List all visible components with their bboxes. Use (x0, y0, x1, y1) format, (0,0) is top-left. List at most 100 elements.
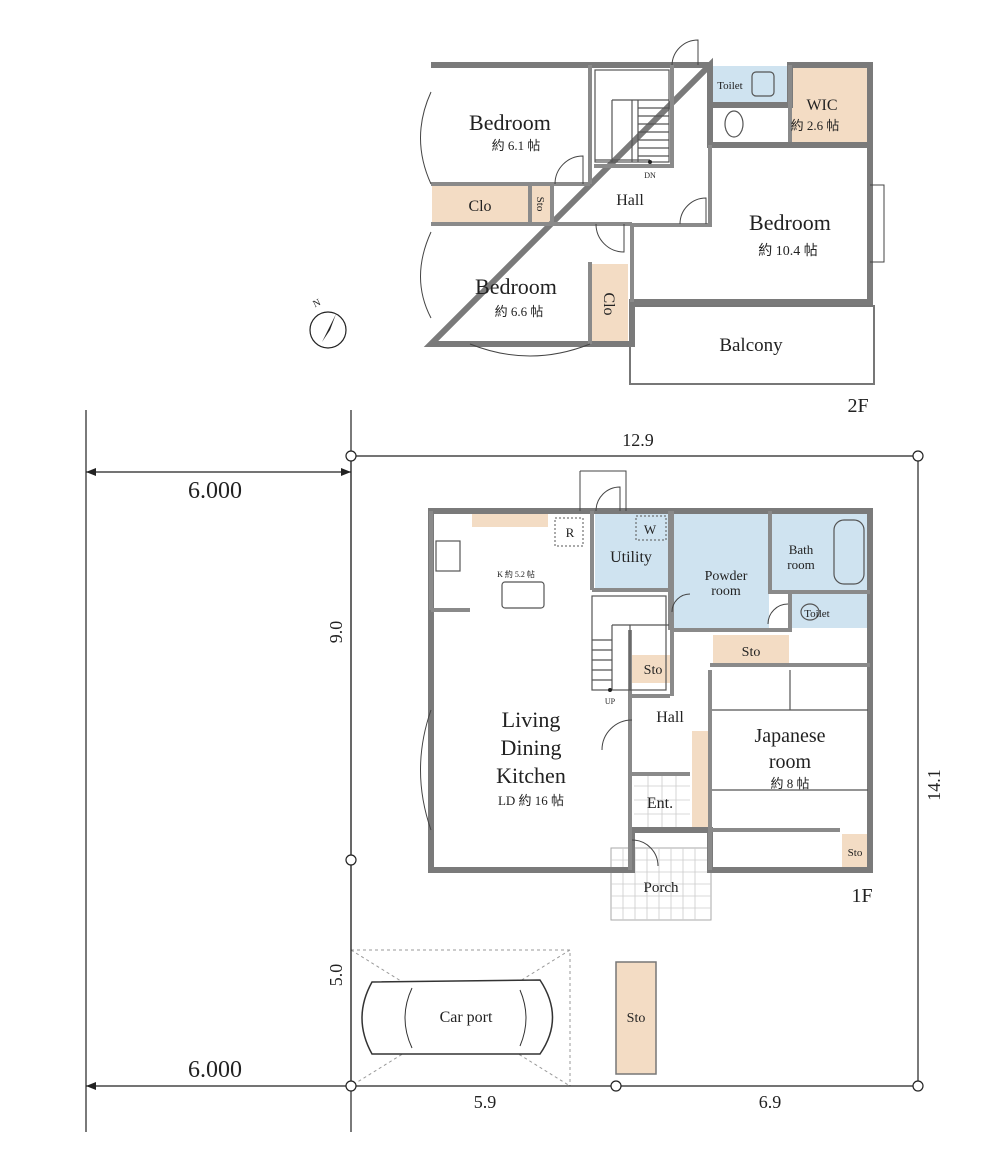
door-toilet-1f (767, 603, 789, 625)
wall-b (632, 145, 712, 227)
powder-label-1: Powder (705, 569, 748, 584)
bedroom-e-label: Bedroom (749, 210, 831, 235)
powder-fill (674, 513, 769, 628)
washer-label: W (644, 522, 657, 537)
ldk-label-2: Dining (500, 735, 561, 760)
closet-top-label: Clo (468, 198, 491, 215)
car-windshields (404, 987, 527, 1049)
shoe-storage-fill (692, 731, 708, 827)
bath-fill (772, 513, 868, 591)
sto-upper-label: Sto (742, 645, 761, 660)
sink-icon (501, 581, 545, 609)
entrance-label: Ent. (647, 795, 673, 812)
hall-1f-label: Hall (656, 709, 684, 726)
door-powder (671, 593, 691, 613)
balcony-label: Balcony (719, 335, 783, 356)
japanese-label-2: room (769, 751, 812, 773)
fridge-space (554, 517, 584, 547)
entrance-tiles (634, 774, 690, 828)
toilet-1f-label: Toilet (804, 608, 830, 620)
door-ldk (601, 719, 633, 751)
stove-icon (435, 540, 461, 572)
sto-yard-fill (615, 961, 657, 1075)
floor-2f-label: 2F (847, 395, 868, 417)
wic-label: WIC (806, 97, 837, 114)
bay-window-ldk (420, 709, 432, 831)
bedroom-nw-label: Bedroom (469, 110, 551, 135)
road-top-dim: 6.000 (188, 478, 242, 504)
hall-2f-label: Hall (616, 192, 644, 209)
sto-upper-fill (713, 635, 789, 667)
east-window (870, 184, 885, 263)
width-total-dim: 12.9 (622, 430, 654, 450)
utility-door-frame (579, 470, 627, 511)
ldk-label-1: Living (502, 707, 561, 732)
door-bed-w (595, 223, 625, 253)
toilet-2f-label: Toilet (717, 80, 743, 92)
carport: Car port (350, 949, 571, 1087)
wall-g (594, 65, 674, 168)
depth-total-dim: 14.1 (924, 769, 944, 801)
dn-label: DN (644, 171, 656, 180)
utility-label: Utility (610, 549, 652, 566)
bedroom-w-label: Bedroom (475, 274, 557, 299)
compass: N (309, 297, 347, 349)
washer-space (635, 515, 667, 541)
dimensions: 6.000 6.000 12.9 9.0 5.0 14.1 5.9 6.9 (85, 410, 944, 1132)
wet-area-walls (590, 511, 870, 632)
wall-i (528, 184, 554, 224)
road-dim-lines (86, 471, 351, 1087)
bay-windows (420, 91, 591, 357)
compass-label: N (311, 297, 322, 310)
toilet-1f-fill (792, 594, 868, 628)
sto-yard-label: Sto (627, 1011, 646, 1026)
kitchen-shelf-fill (472, 513, 548, 527)
japanese-label-1: Japanese (754, 725, 825, 747)
tatami-lines (712, 670, 868, 791)
powder-label-2: room (711, 584, 741, 599)
storage-fill (532, 186, 550, 222)
stairs-2f (594, 69, 670, 164)
floor-1f-label: 1F (851, 885, 872, 907)
sto-stair-label: Sto (644, 663, 663, 678)
bathtub-icon (833, 519, 865, 585)
bedroom-e-size: 約 10.4 帖 (758, 243, 818, 259)
closet-side-fill (592, 264, 628, 342)
bath-label-2: room (787, 557, 814, 572)
depth-lower-dim: 5.0 (326, 964, 346, 987)
door-bed-e (679, 197, 707, 225)
north-arrow-icon (322, 314, 336, 342)
compass-ring (309, 311, 347, 349)
sto-corner-fill (842, 834, 868, 868)
sto-stair-fill (632, 655, 670, 683)
storage-2f-label: Sto (534, 197, 546, 212)
closet-side-label: Clo (600, 292, 617, 315)
ldk-size: LD 約 16 帖 (498, 793, 564, 808)
wic-size: 約 2.6 帖 (791, 118, 840, 133)
bedroom-nw-size: 約 6.1 帖 (492, 138, 541, 153)
kitchen-walls (429, 511, 470, 612)
dim-arrows (86, 468, 351, 1090)
utility-fill (595, 513, 670, 588)
interior-walls-1f (628, 630, 870, 870)
porch-label: Porch (644, 880, 679, 896)
up-label: UP (605, 697, 616, 706)
toilet-bowl-1f (800, 603, 820, 621)
road-edges (85, 410, 352, 1132)
toilet-tank-2f (751, 71, 775, 97)
first-floor: R W K 約 5.2 帖 Utility Powder room Bath r… (420, 470, 873, 1075)
car-icon (361, 979, 554, 1055)
japanese-size: 約 8 帖 (770, 776, 809, 791)
bottom-right-dim: 6.9 (759, 1092, 782, 1112)
door-2f-top (671, 39, 699, 66)
porch-tiles (610, 847, 712, 921)
bedroom-w-size: 約 6.6 帖 (495, 304, 544, 319)
sto-corner-label: Sto (848, 847, 863, 859)
bath-label-1: Bath (789, 542, 814, 557)
closet-fill (432, 186, 528, 222)
road-bottom-dim: 6.000 (188, 1057, 242, 1083)
depth-upper-dim: 9.0 (326, 621, 346, 644)
second-floor: Bedroom 約 6.1 帖 Bedroom 約 6.6 帖 Bedroom … (420, 39, 885, 417)
carport-label: Car port (440, 1009, 493, 1026)
